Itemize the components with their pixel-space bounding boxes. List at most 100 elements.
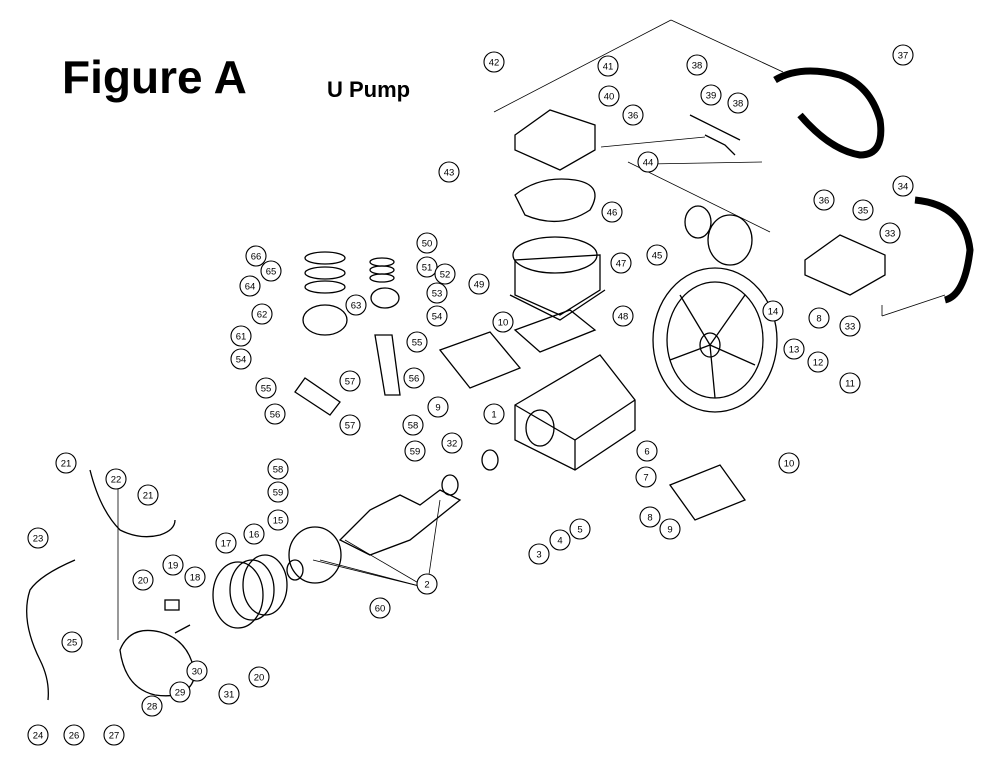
part-callout-55: 55 (406, 331, 428, 353)
part-callout-46: 46 (601, 201, 623, 223)
part-callout-53: 53 (426, 282, 448, 304)
part-callout-11: 11 (839, 372, 861, 394)
part-callout-33: 33 (879, 222, 901, 244)
part-callout-57: 57 (339, 414, 361, 436)
callout-circle (612, 305, 634, 327)
callout-circle (635, 466, 657, 488)
callout-circle (622, 104, 644, 126)
callout-circle (403, 367, 425, 389)
callout-circle (345, 294, 367, 316)
intercooler-tube (689, 114, 741, 141)
callout-number: 46 (607, 207, 618, 218)
hose-34 (914, 196, 974, 304)
callout-number: 16 (249, 529, 260, 540)
ring-52 (369, 273, 395, 283)
valve-block-19 (164, 599, 180, 611)
callout-number: 38 (733, 98, 744, 109)
callout-number: 7 (643, 472, 648, 483)
callout-circle (105, 468, 127, 490)
callout-number: 55 (412, 337, 423, 348)
seal-15 (242, 554, 288, 616)
callout-circle (438, 161, 460, 183)
ring-64 (304, 280, 346, 294)
part-callout-51: 51 (416, 256, 438, 278)
callout-circle (230, 325, 252, 347)
callout-number: 53 (432, 288, 443, 299)
part-callout-55: 55 (255, 377, 277, 399)
callout-circle (686, 54, 708, 76)
callout-number: 51 (422, 262, 433, 273)
callout-number: 26 (69, 730, 80, 741)
ring-51 (369, 265, 395, 275)
callout-circle (597, 55, 619, 77)
callout-number: 15 (273, 515, 284, 526)
part-callout-56: 56 (264, 403, 286, 425)
part-callout-48: 48 (612, 305, 634, 327)
part-callout-37: 37 (892, 44, 914, 66)
callout-number: 65 (266, 266, 277, 277)
part-callout-8: 8 (808, 307, 830, 329)
part-callout-16: 16 (243, 523, 265, 545)
part-callout-39: 39 (700, 84, 722, 106)
part-callout-24: 24 (27, 724, 49, 746)
callout-circle (637, 151, 659, 173)
part-callout-44: 44 (637, 151, 659, 173)
callout-number: 8 (816, 313, 821, 324)
callout-number: 50 (422, 238, 433, 249)
spring-30 (174, 624, 191, 634)
part-callout-8: 8 (639, 506, 661, 528)
part-callout-10: 10 (778, 452, 800, 474)
callout-number: 27 (109, 730, 120, 741)
callout-number: 55 (261, 383, 272, 394)
part-callout-30: 30 (186, 660, 208, 682)
callout-number: 58 (273, 464, 284, 475)
callout-number: 1 (491, 409, 496, 420)
part-callout-5: 5 (569, 518, 591, 540)
callout-circle (267, 481, 289, 503)
callout-circle (169, 681, 191, 703)
gasket-60 (288, 526, 342, 584)
part-callout-12: 12 (807, 351, 829, 373)
part-callout-20: 20 (132, 569, 154, 591)
connecting-rod-right (374, 334, 401, 396)
callout-circle (339, 370, 361, 392)
part-callout-21: 21 (137, 484, 159, 506)
callout-circle (808, 307, 830, 329)
figure-title: Figure A (62, 51, 247, 103)
callout-circle (646, 244, 668, 266)
part-callout-38: 38 (686, 54, 708, 76)
callout-number: 5 (577, 524, 582, 535)
part-callout-18: 18 (184, 566, 206, 588)
callout-circle (598, 85, 620, 107)
callout-number: 61 (236, 331, 247, 342)
callout-circle (610, 252, 632, 274)
callout-circle (426, 305, 448, 327)
callout-circle (61, 631, 83, 653)
callout-number: 59 (410, 446, 421, 457)
callout-number: 4 (557, 535, 562, 546)
part-callout-2: 2 (416, 573, 438, 595)
callout-number: 48 (618, 311, 629, 322)
part-callout-60: 60 (369, 597, 391, 619)
callout-number: 56 (270, 409, 281, 420)
callout-number: 17 (221, 538, 232, 549)
connecting-rod-left (294, 377, 341, 416)
callout-number: 39 (706, 90, 717, 101)
ring-50 (369, 257, 395, 267)
piston-small (370, 287, 400, 309)
callout-number: 36 (628, 110, 639, 121)
callout-number: 10 (784, 458, 795, 469)
callout-circle (700, 84, 722, 106)
part-callout-45: 45 (646, 244, 668, 266)
part-callout-7: 7 (635, 466, 657, 488)
part-callout-28: 28 (141, 695, 163, 717)
callout-number: 32 (447, 438, 458, 449)
callout-circle (426, 282, 448, 304)
callout-circle (103, 724, 125, 746)
part-callout-42: 42 (483, 51, 505, 73)
callout-number: 38 (692, 60, 703, 71)
callout-number: 54 (432, 311, 443, 322)
part-callout-38: 38 (727, 92, 749, 114)
callout-number: 59 (273, 487, 284, 498)
crankcase (514, 354, 636, 471)
